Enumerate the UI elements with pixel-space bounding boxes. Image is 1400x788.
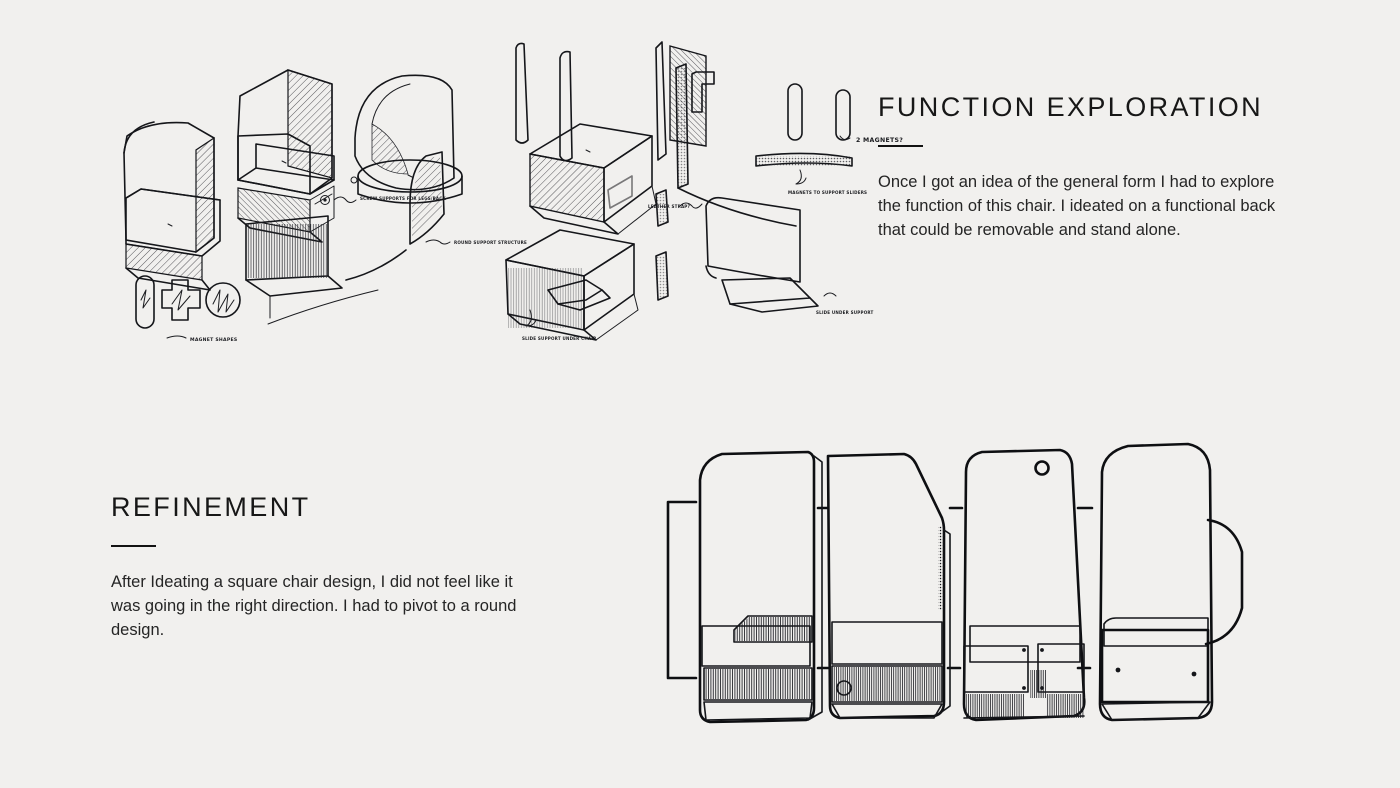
annotation-leather-strap: LEATHER STRAP?	[648, 204, 691, 209]
iso-chair-3-round	[354, 74, 463, 204]
annotation-round-support: ROUND SUPPORT STRUCTURE	[454, 240, 527, 245]
base-guide-line	[267, 289, 379, 325]
function-exploration-title: FUNCTION EXPLORATION	[878, 92, 1264, 122]
function-exploration-body: Once I got an idea of the general form I…	[878, 173, 1276, 239]
leather-strap-callout: LEATHER STRAP?	[648, 189, 703, 301]
chair-elevation-2	[826, 452, 951, 720]
magnet-strip: MAGNETS TO SUPPORT SLIDERS	[755, 152, 867, 195]
function-exploration-sketch: MAGNET SHAPES SCREW SUPPORTS FOR LEGS/BA…	[110, 28, 903, 368]
annotation-slide-under-support: SLIDE UNDER SUPPORT	[816, 310, 874, 315]
exploded-lower-box	[505, 229, 639, 341]
exploded-divider-post	[675, 63, 797, 227]
ribbed-panel	[245, 215, 343, 319]
chair-elevation-4-shaded	[1098, 442, 1244, 722]
slider-pills: 2 MAGNETS?	[787, 83, 903, 144]
round-support-structure: ROUND SUPPORT STRUCTURE	[345, 151, 527, 281]
slide-under-support: SLIDE UNDER SUPPORT	[705, 196, 874, 315]
title-rule	[111, 545, 156, 547]
dimension-bracket	[666, 500, 698, 680]
refinement-text: REFINEMENT After Ideating a square chair…	[111, 492, 531, 643]
refinement-body: After Ideating a square chair design, I …	[111, 573, 517, 639]
chair-elevation-3	[962, 448, 1086, 722]
annotation-magnets-support: MAGNETS TO SUPPORT SLIDERS	[788, 190, 867, 195]
magnet-shape-studies: MAGNET SHAPES	[135, 275, 241, 343]
chair-elevation-1	[698, 450, 823, 724]
iso-chair-1	[123, 121, 221, 291]
annotation-magnet-shapes: MAGNET SHAPES	[190, 337, 237, 343]
annotation-two-magnets: 2 MAGNETS?	[856, 137, 903, 144]
function-exploration-text: FUNCTION EXPLORATION Once I got an idea …	[878, 92, 1288, 243]
refinement-drawings	[660, 430, 1300, 760]
annotation-slide-support-chair: SLIDE SUPPORT UNDER CHAIR	[522, 336, 597, 341]
slide-support-under-chair: SLIDE SUPPORT UNDER CHAIR	[522, 279, 611, 341]
screw-supports-callout: SCREW SUPPORTS FOR LEGS/BACK	[320, 176, 446, 205]
exploded-seat-box	[529, 123, 657, 235]
refinement-title: REFINEMENT	[111, 492, 311, 522]
title-rule	[878, 145, 923, 147]
annotation-screw-supports: SCREW SUPPORTS FOR LEGS/BACK	[360, 196, 446, 201]
